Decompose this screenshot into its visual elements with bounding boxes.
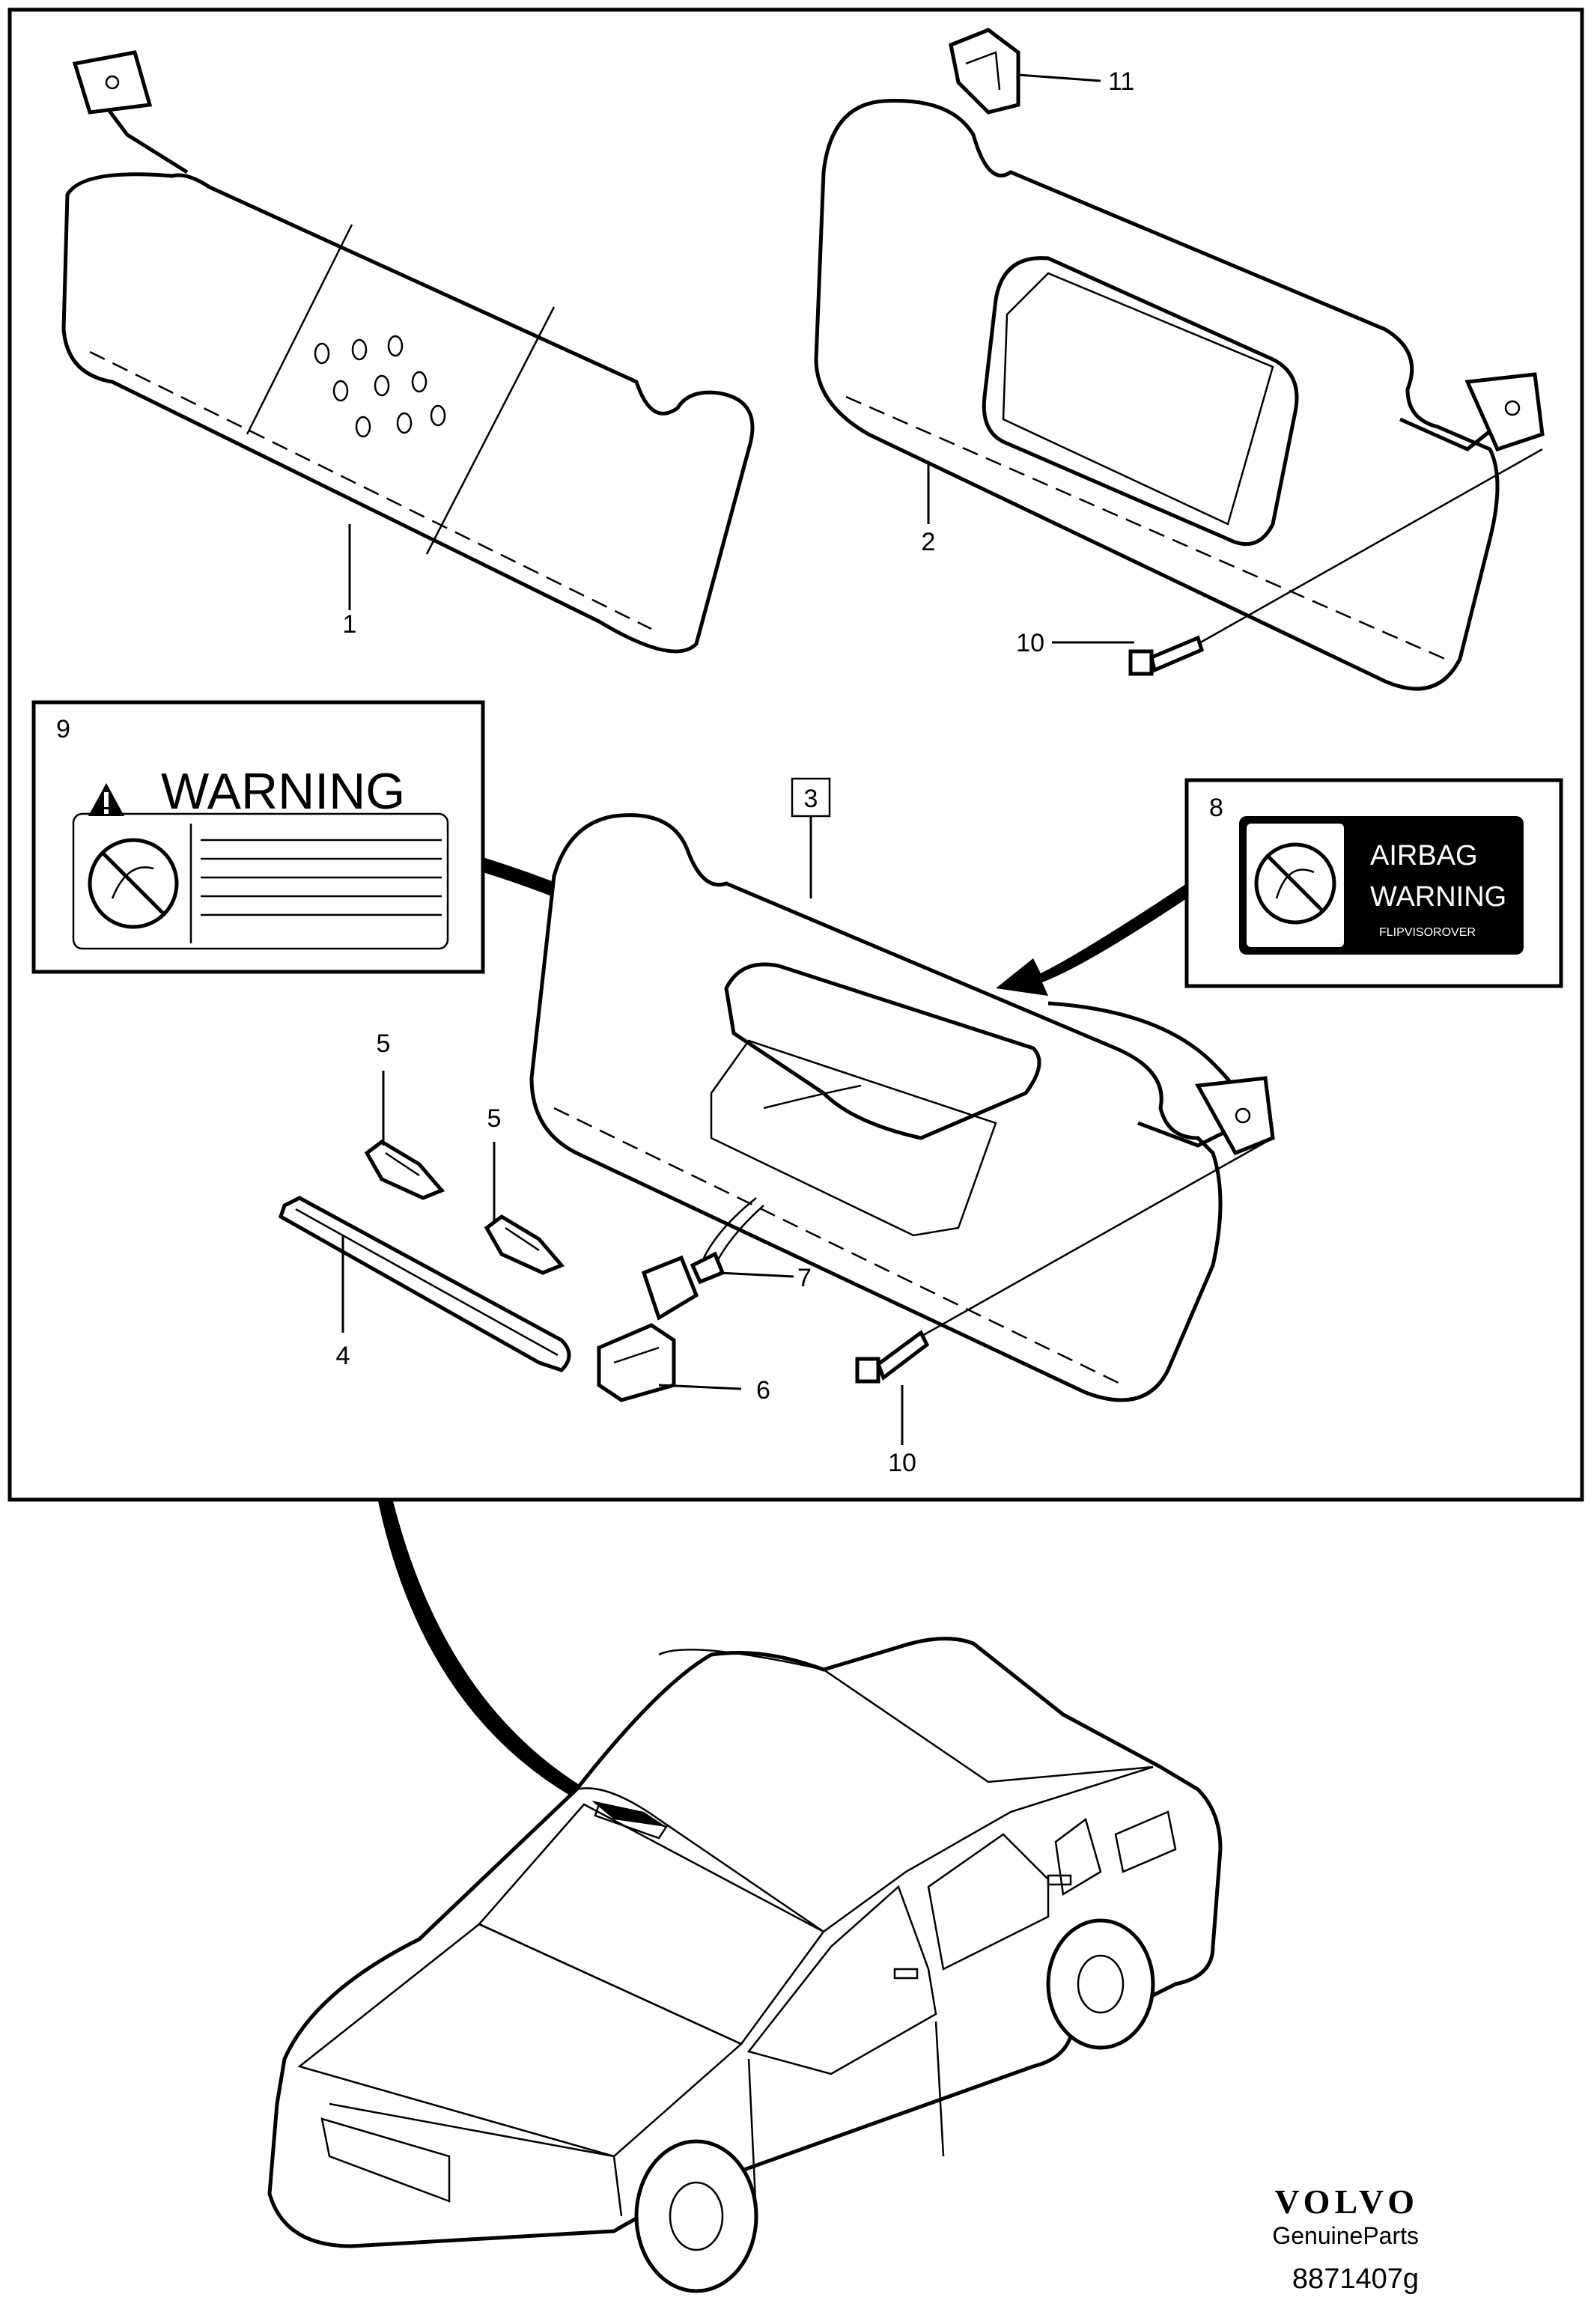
callout-8: 8 — [1209, 794, 1223, 822]
callout-7: 7 — [797, 1264, 812, 1292]
sun-visor-3 — [529, 813, 1275, 1402]
callout-4: 4 — [336, 1342, 350, 1370]
callout-labels: 1 2 3 4 5 5 6 7 8 9 10 10 11 — [56, 67, 1223, 1477]
lamp-holder-6 — [597, 1255, 699, 1402]
callout-3: 3 — [804, 785, 818, 813]
genuine-parts-text: GenuineParts — [1272, 2222, 1419, 2249]
warning-label-title: WARNING — [161, 763, 405, 820]
sun-visor-1 — [61, 50, 755, 654]
visor-clip-11 — [949, 28, 1020, 115]
callout-6: 6 — [756, 1376, 770, 1405]
screw-10-middle — [855, 1137, 1274, 1384]
callout-11: 11 — [1108, 67, 1134, 96]
lens-4 — [278, 1196, 571, 1372]
connector-7 — [690, 1251, 725, 1285]
airbag-label-line1: AIRBAG — [1370, 840, 1478, 872]
airbag-label-8 — [996, 778, 1563, 996]
diagram-code: 8871407g — [1292, 2263, 1419, 2295]
callout-10-top: 10 — [1016, 629, 1044, 657]
callout-5a: 5 — [377, 1029, 391, 1058]
callout-10-middle: 10 — [888, 1449, 916, 1477]
vanity-holes — [314, 335, 446, 438]
callout-5b: 5 — [487, 1104, 502, 1133]
bulb-5a — [364, 1139, 445, 1200]
airbag-label-line3: FLIPVISOROVER — [1379, 926, 1476, 939]
bulb-5b — [484, 1214, 565, 1275]
callout-2: 2 — [922, 528, 936, 556]
volvo-brand-block: VOLVO GenuineParts 8871407g — [1272, 2185, 1419, 2296]
screw-10-top — [1128, 448, 1543, 676]
callout-9: 9 — [56, 715, 70, 743]
sun-visor-2 — [814, 99, 1545, 691]
callout-1: 1 — [343, 610, 357, 639]
leader-lines — [341, 73, 1134, 1445]
detail-frame — [7, 7, 1584, 1502]
airbag-label-line2: WARNING — [1370, 881, 1506, 913]
car-illustration — [267, 1637, 1223, 2293]
volvo-logo: VOLVO — [1274, 2182, 1419, 2221]
